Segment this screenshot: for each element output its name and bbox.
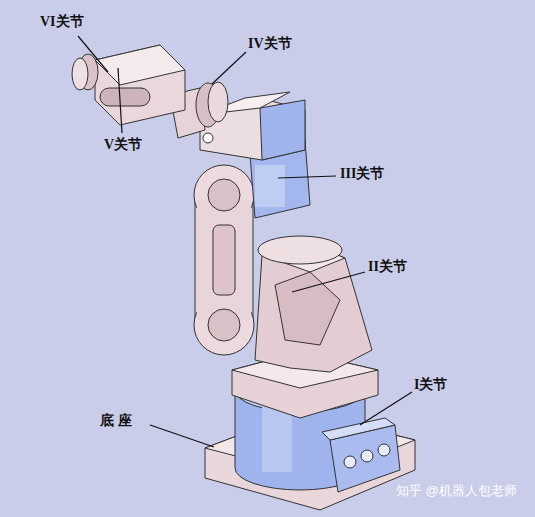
forearm-blue-side [260, 100, 305, 160]
connector-box-top [322, 418, 395, 440]
watermark: 知乎 @机器人包老师 [396, 484, 517, 498]
joint2-bearing [258, 236, 342, 264]
connector-hole [378, 444, 390, 456]
joint3-highlight [255, 165, 285, 207]
joint-label: V关节 [104, 137, 142, 152]
leader-line [118, 68, 122, 133]
forearm-hole [203, 133, 213, 143]
wrist-top [95, 45, 185, 85]
wrist [95, 45, 185, 125]
upper-arm-hole [208, 179, 240, 211]
leader-line [78, 36, 108, 72]
connector-hole [361, 450, 373, 462]
leader-line [212, 52, 246, 84]
joint2-recess [275, 272, 340, 345]
leader-line [360, 392, 412, 425]
upper-arm-slot [213, 225, 235, 295]
part-label: 底 座 [100, 413, 132, 428]
joint-label: I关节 [414, 377, 447, 392]
leader-line [278, 176, 336, 178]
joint-label: II关节 [368, 259, 407, 274]
leader-line [150, 425, 214, 447]
leader-line [292, 272, 365, 292]
joint-label: VI关节 [40, 14, 84, 29]
connector-hole [344, 456, 356, 468]
joint4-ring [208, 82, 228, 122]
joint-label: III关节 [340, 166, 384, 181]
upper-arm-fill [197, 200, 251, 320]
joint-label: IV关节 [248, 36, 292, 51]
joint6-flange [72, 58, 88, 90]
upper-arm-hole [208, 309, 240, 341]
wrist-slot [100, 88, 150, 106]
